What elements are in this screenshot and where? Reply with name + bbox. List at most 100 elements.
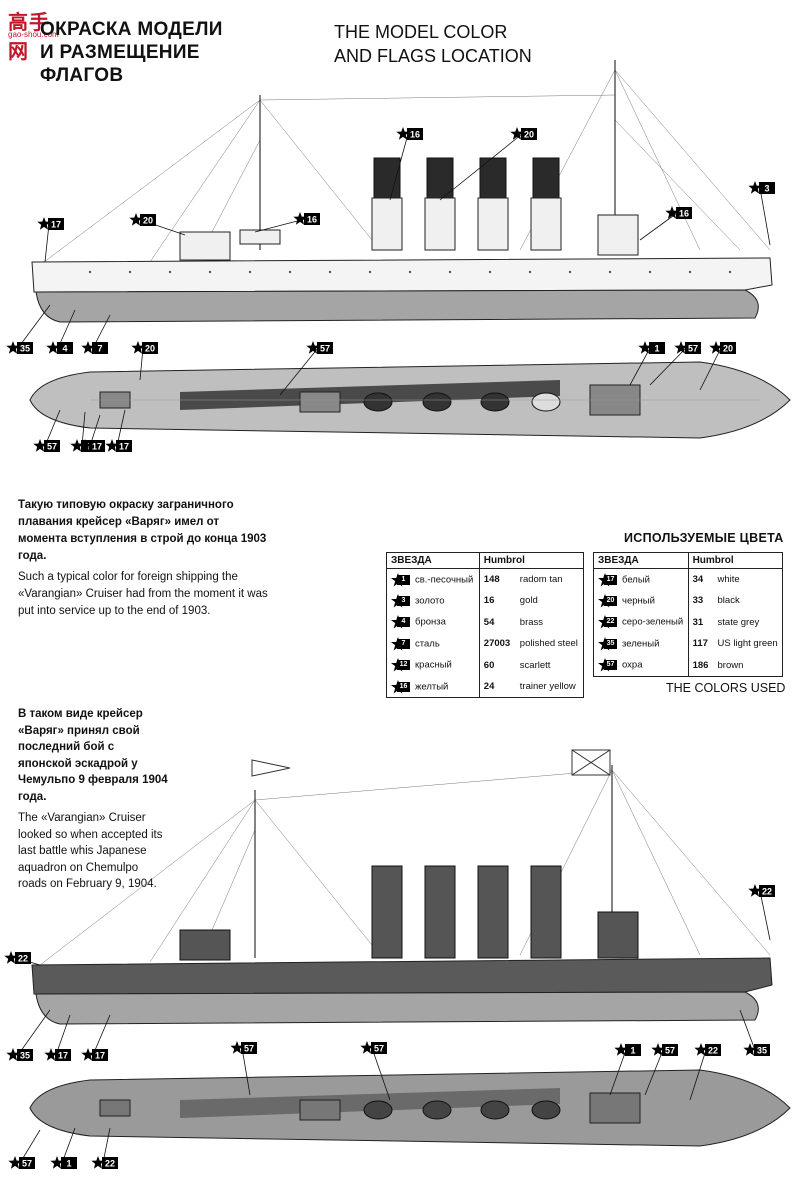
star-icon <box>709 341 723 354</box>
color-name-ru: серо-зеленый <box>622 616 684 628</box>
star-icon <box>105 439 119 452</box>
star-icon: 57 <box>598 658 618 672</box>
callout-number: 20 <box>145 344 155 354</box>
star-icon <box>50 1156 64 1169</box>
callout-star: 57 <box>230 1041 257 1096</box>
callout-number: 1 <box>654 344 659 354</box>
star-icon <box>91 1156 105 1169</box>
ship-top-1903 <box>29 361 791 439</box>
callout-star: 17 <box>78 414 105 452</box>
humbrol-number: 117 <box>692 638 708 650</box>
humbrol-number: 24 <box>483 681 495 692</box>
humbrol-number: 60 <box>483 659 495 671</box>
star-icon <box>81 341 95 354</box>
star-icon: 22 <box>598 615 618 629</box>
star-icon <box>70 439 84 452</box>
star-icon <box>651 1043 665 1056</box>
callout-number: 35 <box>20 344 30 354</box>
callout-number: 57 <box>47 442 57 452</box>
callout-star: 20 <box>699 341 736 391</box>
star-icon: 7 <box>391 636 411 651</box>
star-icon <box>743 1043 757 1056</box>
callout-number: 20 <box>524 130 534 140</box>
star-icon <box>293 212 307 225</box>
star-number: 12 <box>397 660 410 671</box>
callout-number: 57 <box>244 1044 254 1054</box>
star-icon <box>33 439 47 452</box>
callout-star: 20 <box>131 341 158 381</box>
callout-star: 17 <box>81 1014 111 1061</box>
callout-star: 20 <box>439 127 537 201</box>
ship-top-1904 <box>29 1069 791 1147</box>
callout-number: 57 <box>688 344 698 354</box>
callout-number: 57 <box>665 1046 675 1056</box>
star-number: 57 <box>604 660 617 670</box>
star-number: 20 <box>604 595 617 606</box>
color-name-ru: золото <box>415 595 445 607</box>
humbrol-number: 33 <box>692 595 704 607</box>
callout-number: 35 <box>757 1046 767 1056</box>
colors-used-caption: THE COLORS USED <box>666 681 786 695</box>
star-icon <box>748 884 762 897</box>
ship-side-1903 <box>31 60 773 323</box>
callout-star: 22 <box>91 1127 118 1169</box>
description-1904: В таком виде крейсер «Варяг» принял свой… <box>18 706 168 893</box>
star-icon <box>748 181 762 194</box>
callout-star: 17 <box>105 409 132 452</box>
table-header-row: ЗВЕЗДА Humbrol <box>593 552 783 569</box>
color-name-ru: белый <box>622 574 650 586</box>
star-icon: 35 <box>598 636 618 651</box>
callout-star: 57 <box>644 1043 678 1096</box>
color-name-en: radom tan <box>519 574 563 585</box>
callout-star: 4 <box>46 309 76 354</box>
star-icon <box>131 341 145 354</box>
star-number: 35 <box>604 638 617 649</box>
callout-number: 7 <box>97 344 102 354</box>
humbrol-number: 16 <box>483 595 495 607</box>
callout-star: 57 <box>649 341 701 386</box>
humbrol-number: 54 <box>483 616 495 628</box>
callout-star: 22 <box>689 1043 721 1101</box>
star-icon <box>8 1156 22 1169</box>
callout-star: 1 <box>50 1127 77 1169</box>
star-icon: 16 <box>391 679 411 694</box>
callout-star: 57 <box>8 1129 41 1169</box>
header-star: ЗВЕЗДА <box>386 552 480 569</box>
callout-star: 1 <box>609 1043 641 1096</box>
callout-number: 17 <box>92 442 102 452</box>
star-icon <box>360 1041 374 1054</box>
star-icon <box>46 341 60 354</box>
title-english: THE MODEL COLOR AND FLAGS LOCATION <box>334 20 532 68</box>
humbrol-number: 34 <box>692 574 704 585</box>
callout-star: 57 <box>33 409 61 452</box>
humbrol-number: 186 <box>692 659 709 671</box>
callout-number: 17 <box>95 1051 105 1061</box>
callout-star: 16 <box>389 127 423 201</box>
humbrol-number: 148 <box>483 574 500 585</box>
color-name-en: US light green <box>717 638 778 650</box>
color-name-en: white <box>717 574 740 585</box>
callouts: 1620317201616354720571572057117172222351… <box>4 127 775 1169</box>
color-name-ru: бронза <box>415 616 446 628</box>
star-icon <box>614 1043 628 1056</box>
header-humbrol: Humbrol <box>479 552 584 569</box>
callout-number: 17 <box>51 220 61 230</box>
callout-number: 16 <box>410 130 420 140</box>
logo-url: gao-shou.com <box>8 30 59 39</box>
color-name-en: gold <box>519 595 538 607</box>
star-icon <box>129 213 143 226</box>
color-name-en: brass <box>519 616 544 628</box>
